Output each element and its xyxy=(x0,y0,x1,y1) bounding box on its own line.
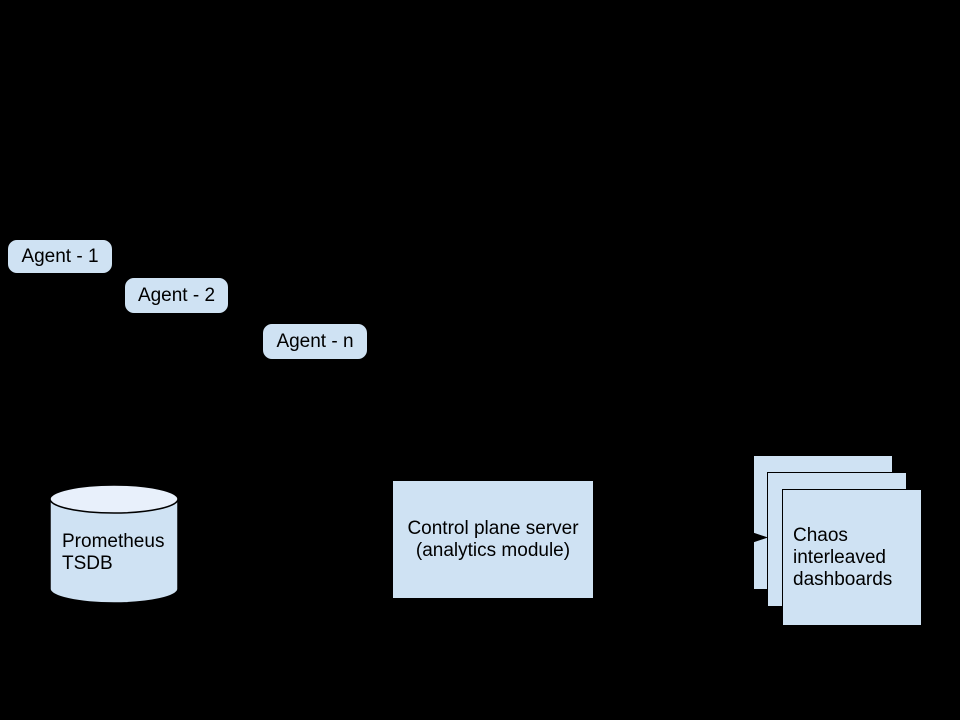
node-chaos-dashboards: Chaos interleaved dashboards xyxy=(782,489,922,626)
node-control-plane-server: Control plane server (analytics module) xyxy=(393,481,593,598)
arrow-connector xyxy=(593,532,768,543)
agent-1-label: Agent - 1 xyxy=(21,245,99,267)
dashboards-label-line1: Chaos xyxy=(793,524,848,546)
tsdb-label-line1: Prometheus xyxy=(62,531,164,552)
node-agent-2: Agent - 2 xyxy=(125,278,228,313)
control-plane-label-line1: Control plane server xyxy=(407,517,579,539)
agent-2-label: Agent - 2 xyxy=(137,284,216,306)
cylinder-top xyxy=(49,484,179,514)
control-plane-label-line2: (analytics module) xyxy=(415,539,571,561)
node-agent-n: Agent - n xyxy=(263,324,367,359)
prometheus-tsdb-cylinder: Prometheus TSDB xyxy=(49,484,179,604)
cylinder-body xyxy=(49,498,179,604)
node-agent-1: Agent - 1 xyxy=(8,240,112,273)
tsdb-label-line2: TSDB xyxy=(62,553,113,574)
agent-n-label: Agent - n xyxy=(276,330,354,352)
dashboards-label-line2: interleaved xyxy=(793,546,886,568)
dashboards-label-line3: dashboards xyxy=(793,568,893,590)
